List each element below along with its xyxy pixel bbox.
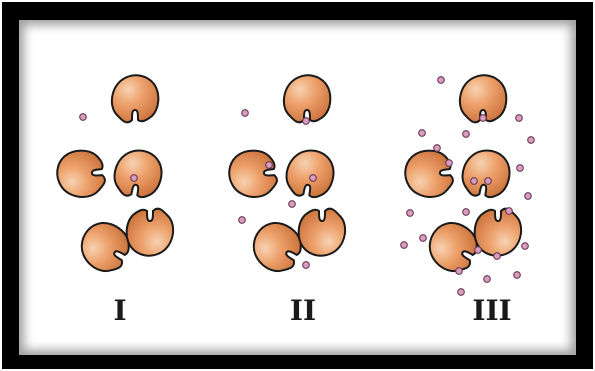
substrate-dot-icon-p3-14 (463, 209, 470, 216)
enzyme-icon-p2-2 (227, 149, 278, 199)
substrate-dot-icon-p3-8 (446, 160, 453, 167)
enzyme-icon-p1-1 (112, 75, 158, 122)
enzyme-icon-p3-2 (403, 149, 454, 199)
enzyme-icon-p3-5 (475, 209, 521, 256)
substrate-dot-icon-p3-2 (480, 115, 487, 122)
substrate-dot-icon-p2-7 (303, 262, 310, 269)
substrate-dot-icon-p2-1 (242, 110, 249, 117)
substrate-dot-icon-p3-17 (401, 242, 408, 249)
substrate-dot-icon-p3-13 (407, 210, 414, 217)
substrate-dot-icon-p3-16 (420, 235, 427, 242)
substrate-dot-icon-p2-2 (303, 118, 310, 125)
substrate-dot-icon-p2-6 (239, 217, 246, 224)
substrate-dot-icon-p3-12 (471, 178, 478, 185)
substrate-dot-icon-p2-3 (266, 162, 273, 169)
enzyme-icon-p3-3 (459, 147, 513, 201)
substrate-dot-icon-p3-9 (517, 165, 524, 172)
enzyme-icon-p2-3 (283, 147, 337, 201)
substrate-dot-icon-p3-24 (458, 289, 465, 296)
substrate-dot-icon-p3-21 (456, 268, 463, 275)
enzyme-icon-p1-5 (127, 209, 173, 256)
substrate-dot-icon-p3-19 (494, 253, 501, 260)
substrate-dot-icon-p3-23 (514, 272, 521, 279)
substrate-dot-icon-p2-4 (310, 175, 317, 182)
panel-label-ii: II (290, 294, 316, 327)
substrate-dot-icon-p3-4 (463, 131, 470, 138)
substrate-dot-icon-p3-10 (485, 178, 492, 185)
substrate-dot-icon-p3-18 (475, 247, 482, 254)
substrate-dot-icon-p3-15 (506, 208, 513, 215)
substrate-dot-icon-p3-6 (528, 137, 535, 144)
enzyme-group (55, 75, 521, 278)
enzyme-icon-p1-2 (55, 149, 106, 199)
panel-label-i: I (113, 294, 126, 327)
substrate-dot-icon-p1-1 (80, 114, 87, 121)
enzyme-icon-p2-5 (299, 209, 345, 256)
substrate-dot-icon-p3-5 (516, 115, 523, 122)
substrate-dot-icon-p2-5 (289, 201, 296, 208)
enzyme-icon-p1-3 (111, 147, 165, 201)
substrate-dot-icon-p1-2 (131, 175, 138, 182)
substrate-dot-icon-p3-20 (522, 243, 529, 250)
panel-label-iii: III (472, 294, 511, 327)
enzyme-icon-p2-1 (284, 75, 330, 122)
substrate-dot-icon-p3-3 (419, 130, 426, 137)
substrate-dot-icon-p3-1 (438, 77, 445, 84)
substrate-dot-icon-p3-7 (434, 145, 441, 152)
substrate-dot-icon-p3-22 (484, 276, 491, 283)
substrate-dot-icon-p3-11 (525, 193, 532, 200)
